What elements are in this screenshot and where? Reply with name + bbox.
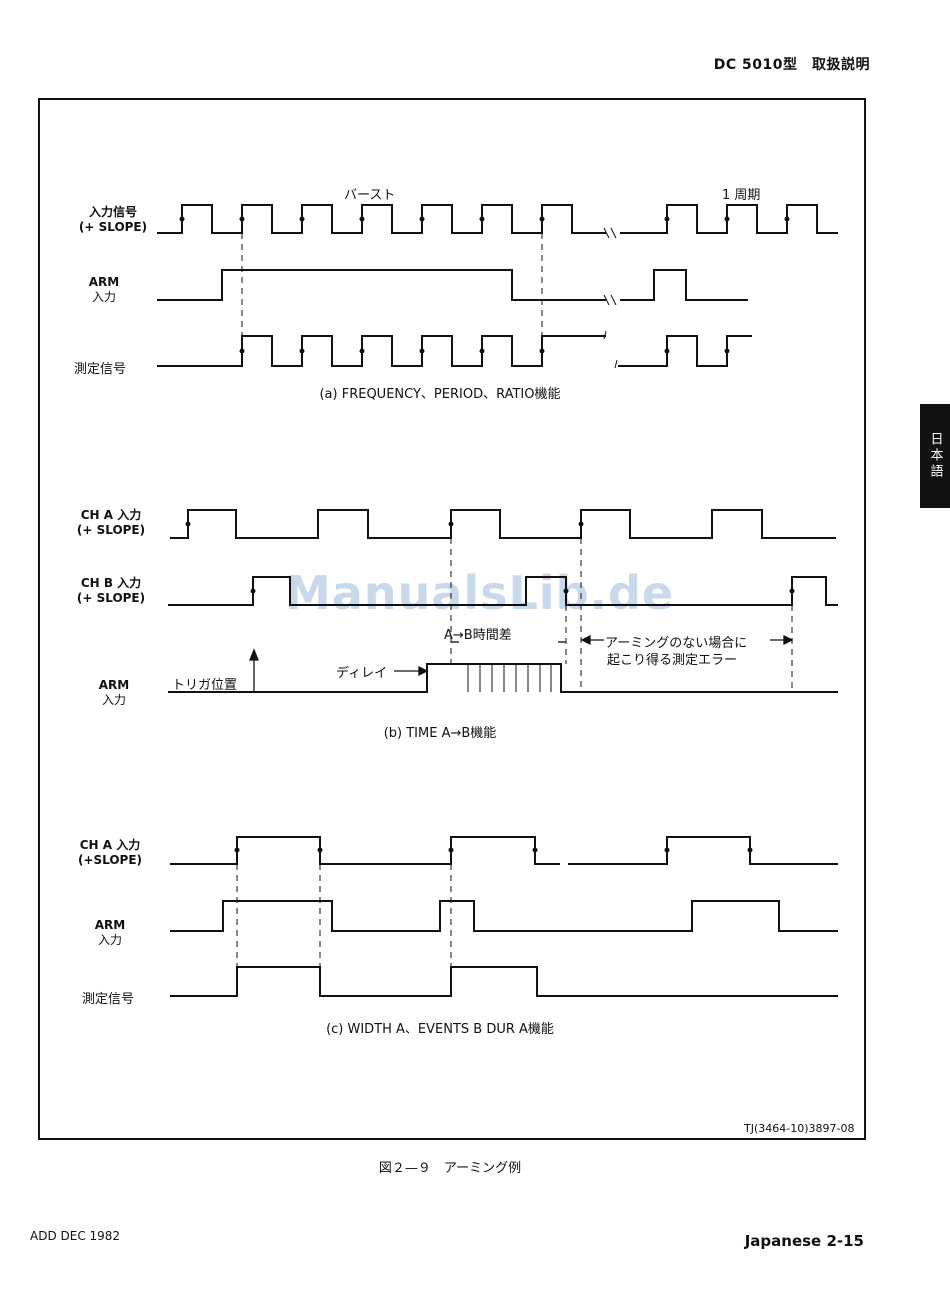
b-caption: (b) TIME A→B機能 — [383, 726, 497, 741]
c-measure-waveform — [170, 966, 838, 997]
c-cha-waveform-2 — [568, 836, 838, 865]
a-label-arm-sub: 入力 — [91, 290, 116, 304]
a-measure-waveform — [157, 335, 606, 367]
a-input-waveform — [157, 204, 606, 234]
a-arm-waveform — [157, 269, 606, 301]
b-cha-waveform — [170, 509, 836, 539]
a-burst-label: バースト — [344, 188, 396, 203]
b-label-cha-text: CH A 入力 — [80, 508, 142, 522]
a-break-mark-2 — [603, 294, 617, 306]
b-time-diff-label: A→B時間差 — [444, 628, 512, 643]
b-error-arrowhead-right — [783, 634, 794, 646]
header-title: DC 5010型 取扱説明 — [713, 57, 870, 73]
a-label-input-text: 入力信号 — [88, 205, 137, 219]
a-measure-waveform-2 — [618, 335, 752, 367]
a-label-arm: ARM 入力 — [72, 275, 136, 305]
b-label-cha: CH A 入力 (+ SLOPE) — [72, 508, 150, 538]
c-label-cha-slope: (+SLOPE) — [77, 853, 143, 867]
footer-date: ADD DEC 1982 — [30, 1229, 121, 1243]
c-cha-waveform — [170, 836, 560, 865]
b-label-cha-slope: (+ SLOPE) — [76, 523, 146, 537]
b-label-arm-sub: 入力 — [101, 693, 126, 707]
a-break-mark-3 — [603, 330, 618, 369]
a-input-waveform-2 — [620, 204, 838, 234]
figure-caption: 図２—９ アーミング例 — [378, 1161, 522, 1176]
b-error-arrowhead-left — [580, 634, 591, 646]
a-arm-waveform-2 — [620, 269, 748, 301]
language-tab-label: 日本語 — [927, 432, 943, 480]
c-label-cha: CH A 入力 (+SLOPE) — [72, 838, 148, 868]
a-label-measure: 測定信号 — [74, 362, 127, 377]
trigger-dots — [179, 216, 795, 853]
b-label-arm: ARM 入力 — [82, 678, 146, 708]
b-delay-label: ディレイ — [336, 666, 388, 681]
b-error-line2: 起こり得る測定エラー — [607, 653, 738, 668]
b-label-arm-text: ARM — [98, 678, 130, 692]
watermark: ManualsLib.de — [285, 566, 675, 620]
b-label-chb-slope: (+ SLOPE) — [76, 591, 146, 605]
b-chb-waveform — [168, 576, 838, 606]
a-label-input-slope: (+ SLOPE) — [78, 220, 148, 234]
c-label-cha-text: CH A 入力 — [79, 838, 141, 852]
c-label-arm-sub: 入力 — [97, 933, 122, 947]
c-label-arm: ARM 入力 — [78, 918, 142, 948]
b-trigger-label: トリガ位置 — [172, 678, 238, 693]
b-arm-hatch — [467, 663, 561, 692]
c-label-measure: 測定信号 — [82, 992, 135, 1007]
c-label-arm-text: ARM — [94, 918, 126, 932]
b-trigger-arrowhead — [249, 648, 259, 661]
a-caption: (a) FREQUENCY、PERIOD、RATIO機能 — [319, 387, 561, 402]
a-label-arm-text: ARM — [88, 275, 120, 289]
c-arm-waveform — [170, 900, 838, 932]
a-break-mark-1 — [603, 227, 617, 239]
footer-page: Japanese 2-15 — [744, 1232, 864, 1250]
b-label-chb: CH B 入力 (+ SLOPE) — [72, 576, 150, 606]
b-error-line1: アーミングのない場合に — [605, 636, 748, 651]
a-label-input: 入力信号 (+ SLOPE) — [72, 205, 154, 235]
language-tab: 日本語 — [920, 404, 950, 508]
b-arm-waveform — [168, 663, 838, 693]
b-delay-arrowhead — [418, 665, 429, 677]
figure-code: TJ(3464-10)3897-08 — [744, 1122, 855, 1135]
b-label-chb-text: CH B 入力 — [80, 576, 142, 590]
c-caption: (c) WIDTH A、EVENTS B DUR A機能 — [326, 1022, 554, 1037]
a-period-label: 1 周期 — [722, 188, 761, 203]
figure-frame — [38, 98, 866, 1140]
